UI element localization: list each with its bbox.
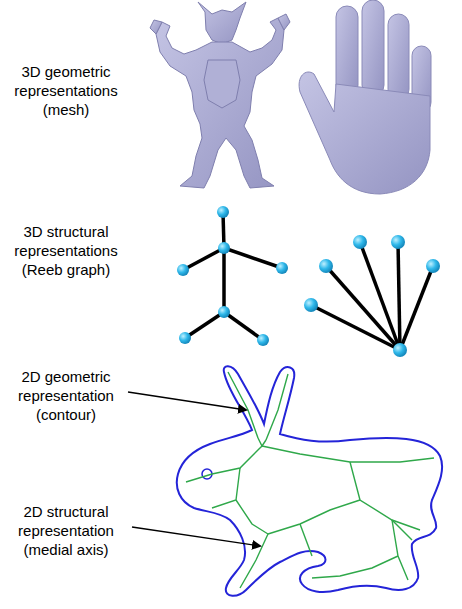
reeb-graph-hand [304,235,440,357]
hand-mesh [299,0,431,194]
medial-axis [186,372,434,588]
row-label: 2D structural representation (medial axi… [0,502,132,559]
row-label: 2D geometric representation (contour) [0,367,132,424]
reeb-graph-body [177,206,288,346]
leader-arrow [132,527,260,546]
bunny-contour [177,366,442,596]
row-label: 3D structural representations (Reeb grap… [0,222,132,279]
armadillo-mesh [150,2,290,188]
row-label: 3D geometric representations (mesh) [0,62,132,119]
leader-arrow [128,392,246,410]
